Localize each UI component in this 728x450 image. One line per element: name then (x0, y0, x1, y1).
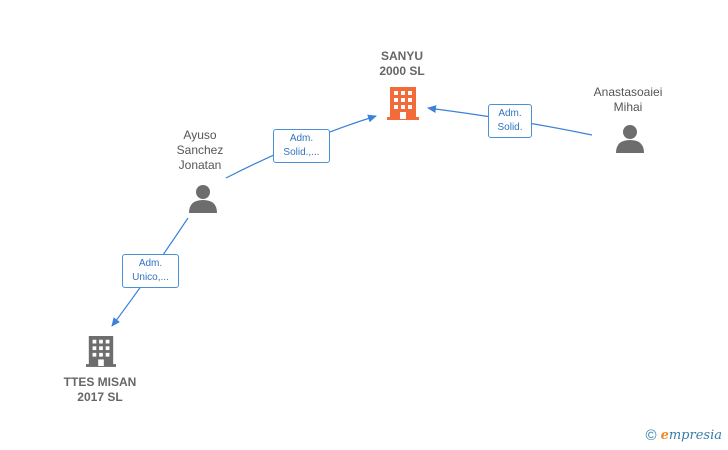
company-label-ttes[interactable]: TTES MISAN 2017 SL (63, 375, 137, 404)
building-icon[interactable] (387, 85, 419, 121)
edge-label-adm-unico[interactable]: Adm. Unico,... (122, 254, 179, 288)
empresia-watermark: © empresia (646, 427, 722, 444)
person-icon[interactable] (615, 123, 645, 153)
company-label-sanyu[interactable]: SANYU 2000 SL (379, 49, 425, 78)
edge-label-adm-solid-more[interactable]: Adm. Solid.,... (273, 129, 330, 163)
person-label-anastasoaiei[interactable]: Anastasoaiei Mihai (593, 85, 663, 114)
person-label-ayuso[interactable]: Ayuso Sanchez Jonatan (176, 128, 224, 172)
copyright-symbol: © (645, 427, 657, 444)
building-icon[interactable] (86, 333, 116, 369)
edge-label-adm-solid[interactable]: Adm. Solid. (488, 104, 532, 138)
empresia-logo: empresia (660, 428, 722, 443)
person-icon[interactable] (188, 183, 218, 213)
